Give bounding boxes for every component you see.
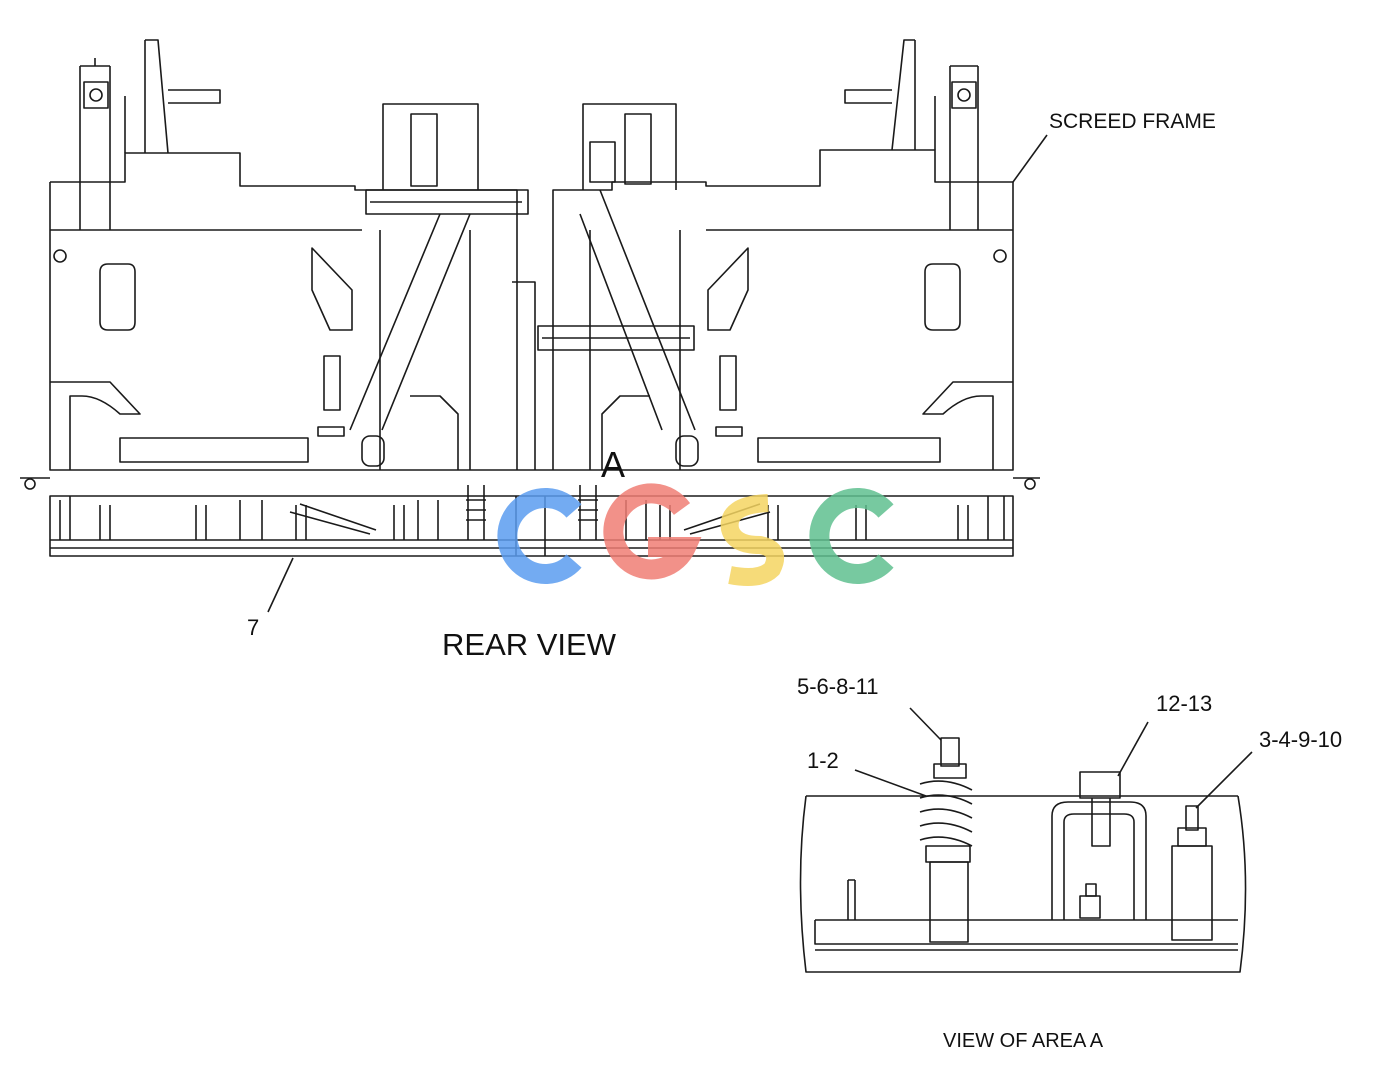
- leader-12-13: [1117, 721, 1149, 777]
- label-parts-3-4-9-10: 3-4-9-10: [1259, 727, 1343, 752]
- label-screed-frame: SCREED FRAME: [1049, 110, 1216, 133]
- label-area-marker: A: [601, 444, 626, 485]
- leader-screed-frame: [1012, 134, 1048, 183]
- label-parts-12-13: 12-13: [1156, 691, 1213, 716]
- label-parts-1-2: 1-2: [807, 748, 839, 773]
- watermark-letter-c-blue: [497, 488, 582, 584]
- label-rear-view: REAR VIEW: [442, 627, 616, 662]
- leader-part-7: [267, 557, 294, 613]
- rear-view-drawing: [20, 39, 1040, 557]
- watermark-letter-c-green: [809, 488, 894, 584]
- label-parts-5-6-8-11: 5-6-8-11: [797, 674, 879, 699]
- leader-3-4-9-10: [1195, 751, 1253, 809]
- cgsc-watermark-logo: [497, 483, 894, 586]
- area-a-detail-drawing: [799, 737, 1247, 973]
- watermark-letter-g-red: [603, 483, 702, 580]
- watermark-letter-s-yellow: [720, 494, 784, 586]
- label-view-of-area-a: VIEW OF AREA A: [943, 1030, 1104, 1052]
- leader-1-2: [854, 769, 927, 797]
- plate-studs: [59, 485, 1005, 540]
- label-part-7: 7: [247, 615, 260, 640]
- leader-5-6-8-11: [909, 707, 942, 741]
